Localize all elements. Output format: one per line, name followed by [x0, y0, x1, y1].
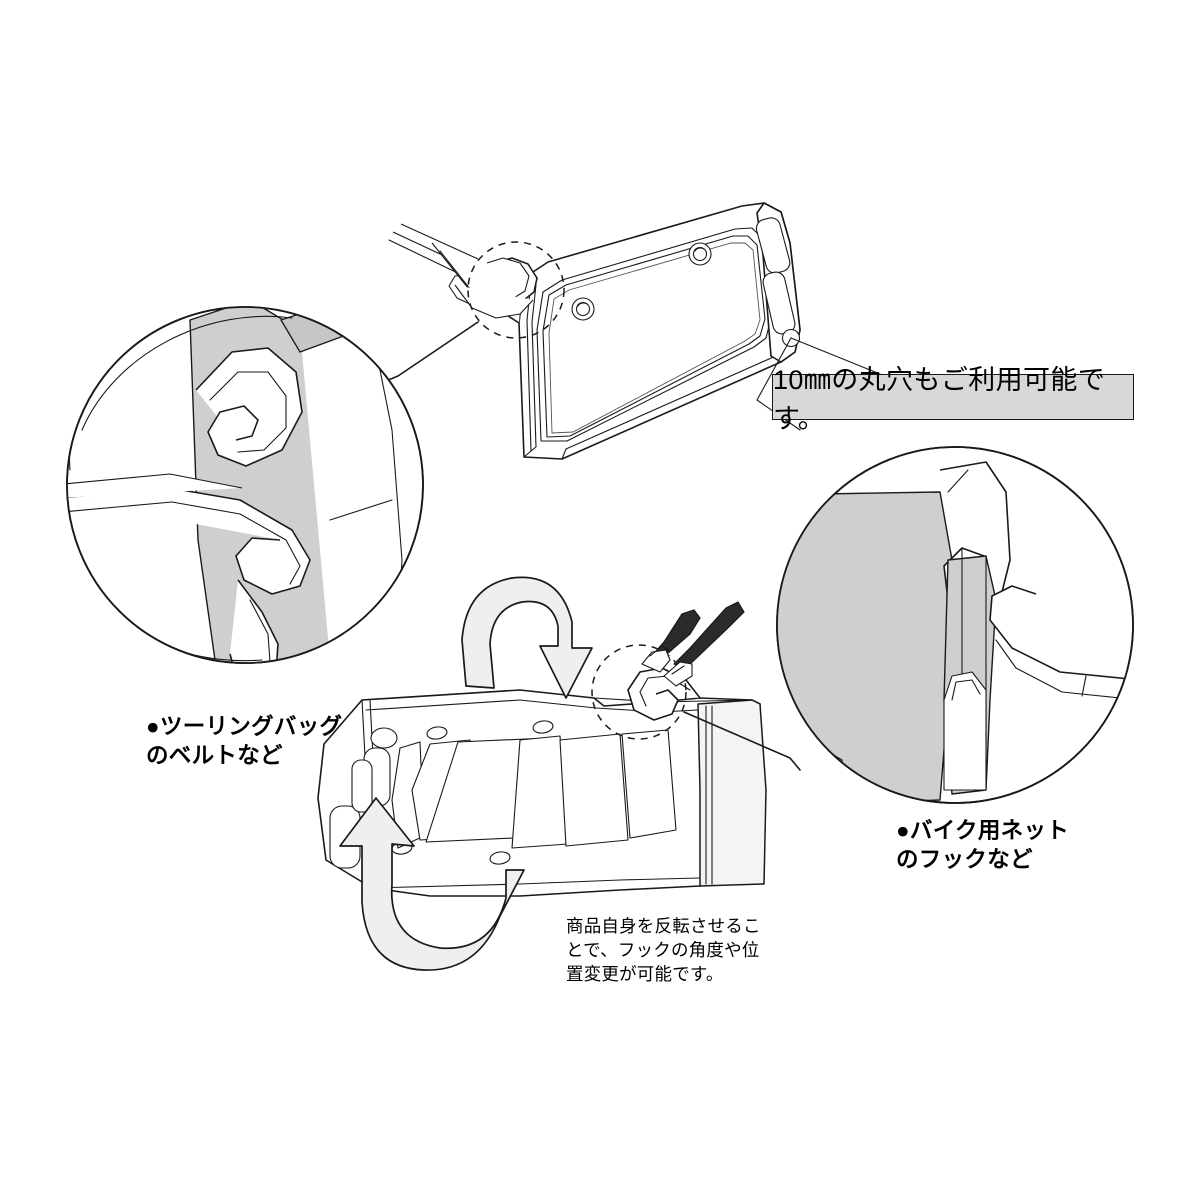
- rotation-arrow-bottom: [339, 797, 525, 971]
- detail-circle-right: [776, 446, 1134, 804]
- detail-circle-left: [66, 306, 424, 664]
- net-hook: [663, 661, 693, 687]
- bracket-flat-bottom: [317, 644, 801, 897]
- screw-boss: [571, 297, 595, 321]
- small-hole: [489, 851, 511, 865]
- small-hole: [426, 726, 448, 740]
- screw-boss: [688, 242, 712, 266]
- rotation-arrow-top: [461, 576, 593, 699]
- label-10mm-round-hole: 10㎜の丸穴もご利用可能です。: [772, 365, 1134, 434]
- cutout: [511, 735, 569, 849]
- round-hole: [370, 727, 398, 749]
- leader-line-10mm: [790, 337, 881, 375]
- net-cords: [641, 601, 745, 687]
- cutout-triangle: [559, 733, 629, 847]
- license-plate-bracket-top: [329, 202, 881, 460]
- small-hole: [532, 720, 554, 734]
- touring-bag-strap: [388, 223, 534, 319]
- callout-circle-top: [467, 241, 565, 339]
- callout-circle-bottom: [591, 644, 687, 740]
- cutout: [621, 729, 677, 839]
- net-hook: [641, 649, 671, 673]
- leader-line-right: [683, 711, 801, 771]
- caption-bike-net: ●バイク用ネット のフックなど: [896, 818, 1070, 873]
- caption-touring-bag: ●ツーリングバッグ のベルトなど: [146, 714, 343, 769]
- caption-flip-note: 商品自身を反転させるこ とで、フックの角度や位 置変更が可能です。: [566, 916, 761, 985]
